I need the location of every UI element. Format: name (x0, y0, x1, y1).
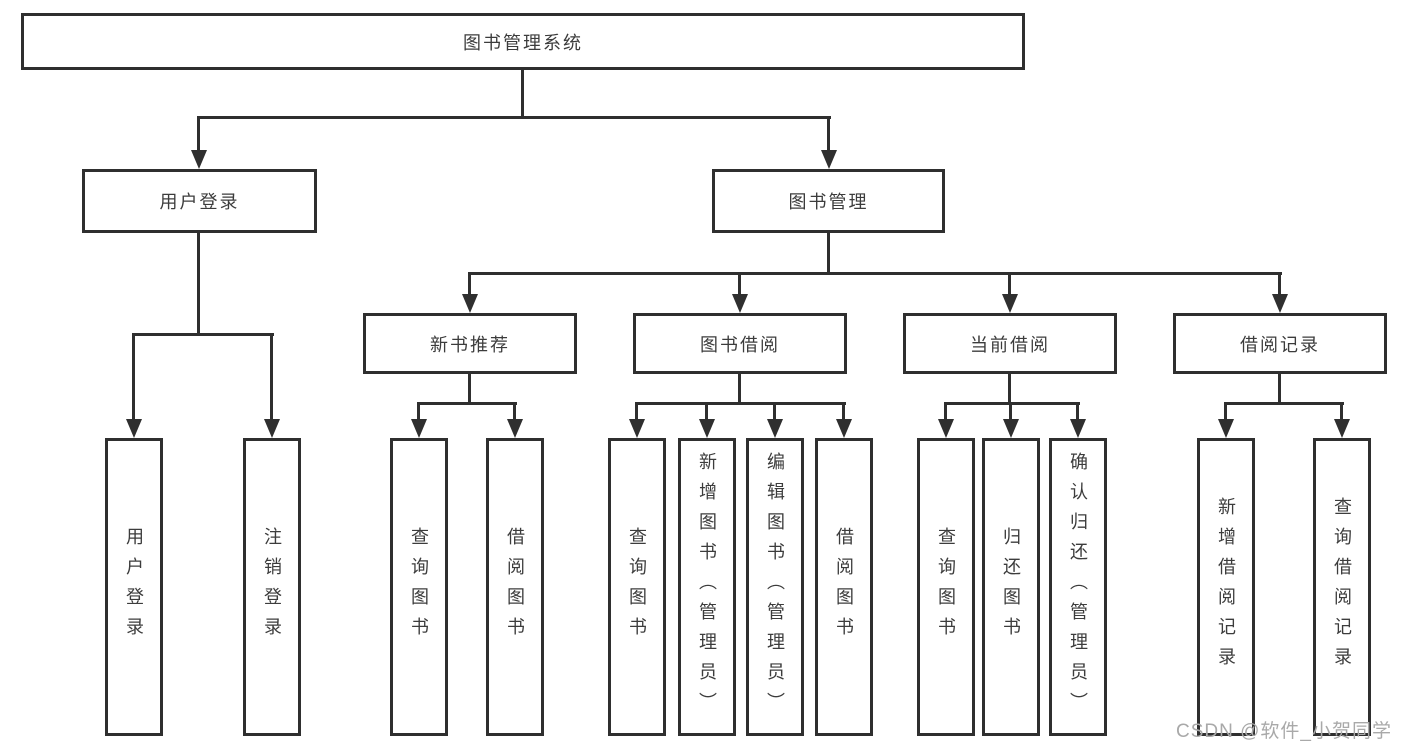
connector-line (842, 402, 845, 419)
connector-line (1224, 402, 1227, 419)
node-new-book-recommend: 新书推荐 (363, 313, 577, 374)
connector-arrow (1070, 419, 1086, 438)
leaf-cb-return-books-label: 归还图书 (1001, 527, 1021, 647)
connector-arrow (1003, 419, 1019, 438)
leaf-cb-return-books: 归还图书 (982, 438, 1040, 736)
leaf-bb-add-books-admin-label: 新增图书（管理员） (697, 452, 717, 722)
connector-arrow (699, 419, 715, 438)
connector-arrow (126, 419, 142, 438)
connector-arrow (821, 150, 837, 169)
leaf-cb-confirm-return-admin: 确认归还（管理员） (1049, 438, 1107, 736)
connector-arrow (462, 294, 478, 313)
connector-arrow (732, 294, 748, 313)
node-book-borrow: 图书借阅 (633, 313, 847, 374)
connector-line (1340, 402, 1343, 419)
leaf-br-add-record-label: 新增借阅记录 (1216, 497, 1236, 677)
leaf-br-add-record: 新增借阅记录 (1197, 438, 1255, 736)
connector-line (738, 272, 741, 294)
connector-line (468, 272, 471, 294)
connector-line (417, 402, 517, 405)
connector-line (270, 333, 273, 419)
leaf-cb-query-books: 查询图书 (917, 438, 975, 736)
leaf-bb-query-books: 查询图书 (608, 438, 666, 736)
connector-arrow (1334, 419, 1350, 438)
connector-line (1076, 402, 1079, 419)
connector-line (1278, 374, 1281, 405)
connector-line (197, 116, 831, 119)
connector-arrow (411, 419, 427, 438)
leaf-nb-borrow-books: 借阅图书 (486, 438, 544, 736)
connector-line (468, 374, 471, 405)
connector-line (944, 402, 1080, 405)
leaf-bb-edit-books-admin-label: 编辑图书（管理员） (765, 452, 785, 722)
connector-line (635, 402, 638, 419)
connector-line (827, 233, 830, 275)
leaf-nb-borrow-books-label: 借阅图书 (505, 527, 525, 647)
connector-line (944, 402, 947, 419)
leaf-bb-query-books-label: 查询图书 (627, 527, 647, 647)
connector-arrow (629, 419, 645, 438)
leaf-nb-query-books: 查询图书 (390, 438, 448, 736)
connector-arrow (191, 150, 207, 169)
leaf-bb-borrow-books: 借阅图书 (815, 438, 873, 736)
connector-line (705, 402, 708, 419)
node-borrow-records: 借阅记录 (1173, 313, 1387, 374)
connector-arrow (836, 419, 852, 438)
leaf-br-query-record-label: 查询借阅记录 (1332, 497, 1352, 677)
connector-line (1009, 402, 1012, 419)
connector-arrow (767, 419, 783, 438)
node-root: 图书管理系统 (21, 13, 1025, 70)
leaf-user-login: 用户登录 (105, 438, 163, 736)
leaf-user-login-label: 用户登录 (124, 527, 144, 647)
connector-line (197, 116, 200, 150)
connector-line (1008, 374, 1011, 405)
leaf-bb-edit-books-admin: 编辑图书（管理员） (746, 438, 804, 736)
connector-line (1278, 272, 1281, 294)
leaf-cb-query-books-label: 查询图书 (936, 527, 956, 647)
watermark: CSDN @软件_小贺同学 (1176, 721, 1392, 742)
connector-arrow (938, 419, 954, 438)
node-user-login: 用户登录 (82, 169, 317, 233)
leaf-logout-label: 注销登录 (262, 527, 282, 647)
leaf-bb-add-books-admin: 新增图书（管理员） (678, 438, 736, 736)
connector-line (417, 402, 420, 419)
connector-line (773, 402, 776, 419)
leaf-logout: 注销登录 (243, 438, 301, 736)
connector-line (132, 333, 274, 336)
connector-line (521, 70, 524, 118)
node-current-borrow: 当前借阅 (903, 313, 1117, 374)
connector-arrow (1218, 419, 1234, 438)
connector-line (738, 374, 741, 405)
connector-arrow (1272, 294, 1288, 313)
leaf-nb-query-books-label: 查询图书 (409, 527, 429, 647)
node-book-management: 图书管理 (712, 169, 945, 233)
connector-line (197, 233, 200, 336)
leaf-cb-confirm-return-admin-label: 确认归还（管理员） (1068, 452, 1088, 722)
connector-line (132, 333, 135, 419)
connector-line (827, 116, 830, 150)
connector-line (513, 402, 516, 419)
connector-line (635, 402, 846, 405)
leaf-bb-borrow-books-label: 借阅图书 (834, 527, 854, 647)
leaf-br-query-record: 查询借阅记录 (1313, 438, 1371, 736)
connector-line (1008, 272, 1011, 294)
connector-line (468, 272, 1282, 275)
connector-arrow (264, 419, 280, 438)
connector-arrow (507, 419, 523, 438)
connector-line (1224, 402, 1344, 405)
connector-arrow (1002, 294, 1018, 313)
